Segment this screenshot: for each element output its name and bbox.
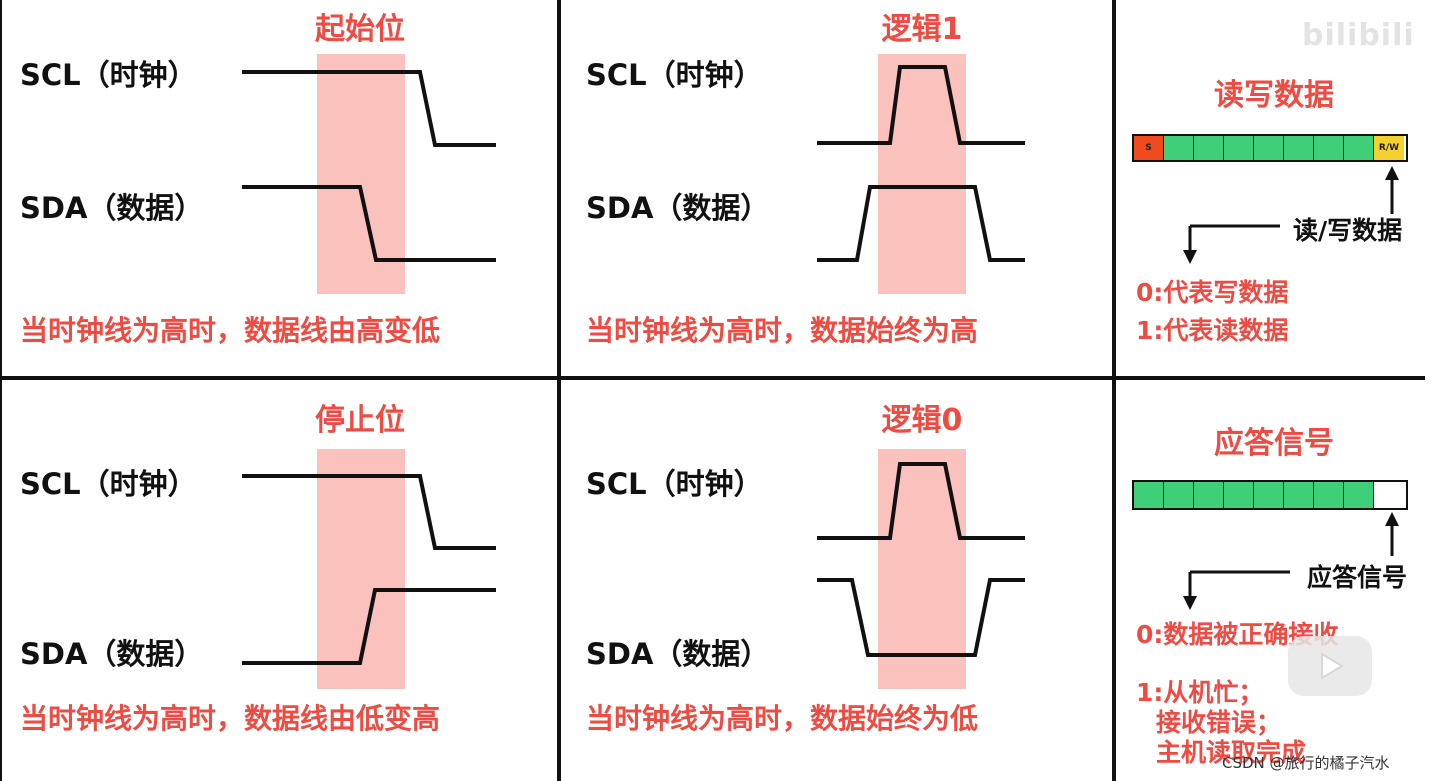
ack-data-cell (1254, 482, 1284, 508)
rw-byte-bar: S R/W (1132, 134, 1408, 162)
ack-legend-1-line2: 接收错误； (1156, 708, 1282, 737)
ack-bit-cell (1374, 482, 1404, 508)
logic0-sda-label: SDA（数据） (586, 637, 770, 671)
logic0-scl-label: SCL（时钟） (586, 467, 763, 501)
logic1-sda-label: SDA（数据） (586, 191, 770, 225)
logic1-desc: 当时钟线为高时，数据始终为高 (586, 314, 979, 347)
rw-legend-1: 1:代表读数据 (1136, 316, 1289, 345)
stop-title: 停止位 (315, 403, 405, 438)
rw-data-cell (1254, 136, 1284, 160)
ack-legend-1-line3: 主机读取完成 (1156, 738, 1307, 767)
stop-sda-label: SDA（数据） (20, 637, 204, 671)
ack-arrow-label: 应答信号 (1307, 563, 1408, 592)
ack-data-cell (1314, 482, 1344, 508)
rw-data-cell (1194, 136, 1224, 160)
start-highlight (317, 54, 405, 294)
logic0-title: 逻辑0 (881, 403, 963, 438)
rw-data-cell (1284, 136, 1314, 160)
ack-data-cell (1224, 482, 1254, 508)
logic1-scl-wave (817, 65, 1025, 145)
play-button[interactable] (1288, 636, 1372, 696)
start-desc: 当时钟线为高时，数据线由高变低 (20, 314, 441, 347)
start-scl-label: SCL（时钟） (20, 58, 197, 92)
ack-data-cell (1344, 482, 1374, 508)
stop-desc: 当时钟线为高时，数据线由低变高 (20, 702, 441, 735)
logic1-scl-label: SCL（时钟） (586, 58, 763, 92)
divider-horizontal (0, 376, 1425, 380)
ack-data-cell (1194, 482, 1224, 508)
start-sda-label: SDA（数据） (20, 191, 204, 225)
rw-arrow-label: 读/写数据 (1293, 216, 1403, 245)
start-scl-wave (242, 70, 496, 147)
ack-data-cell (1284, 482, 1314, 508)
stop-scl-wave (242, 474, 496, 550)
border-left (0, 0, 2, 781)
rw-data-cell (1164, 136, 1194, 160)
logic0-sda-wave (817, 578, 1025, 657)
ack-title: 应答信号 (1214, 426, 1334, 461)
logic1-title: 逻辑1 (881, 12, 963, 47)
play-icon (1321, 652, 1344, 680)
logic1-sda-wave (817, 185, 1025, 262)
stop-sda-wave (242, 588, 496, 665)
start-title: 起始位 (315, 12, 405, 47)
logic0-desc: 当时钟线为高时，数据始终为低 (586, 702, 979, 735)
ack-legend-1-line1: 1:从机忙； (1136, 678, 1264, 707)
rw-data-cell (1314, 136, 1344, 160)
start-sda-wave (242, 185, 496, 262)
bilibili-watermark: bilibili (1302, 18, 1415, 53)
rw-legend-0: 0:代表写数据 (1136, 278, 1289, 307)
ack-data-cell (1134, 482, 1164, 508)
rw-rw-cell: R/W (1374, 136, 1404, 160)
divider-vertical-2 (1112, 0, 1116, 781)
csdn-watermark: CSDN @旅行的橘子汽水 (1222, 754, 1390, 772)
ack-data-cell (1164, 482, 1194, 508)
stop-scl-label: SCL（时钟） (20, 467, 197, 501)
divider-vertical-1 (557, 0, 561, 781)
rw-data-cell (1224, 136, 1254, 160)
rw-data-cell (1344, 136, 1374, 160)
rw-title: 读写数据 (1214, 78, 1334, 113)
ack-byte-bar (1132, 480, 1408, 510)
logic0-scl-wave (817, 462, 1025, 540)
rw-start-cell: S (1134, 136, 1164, 160)
